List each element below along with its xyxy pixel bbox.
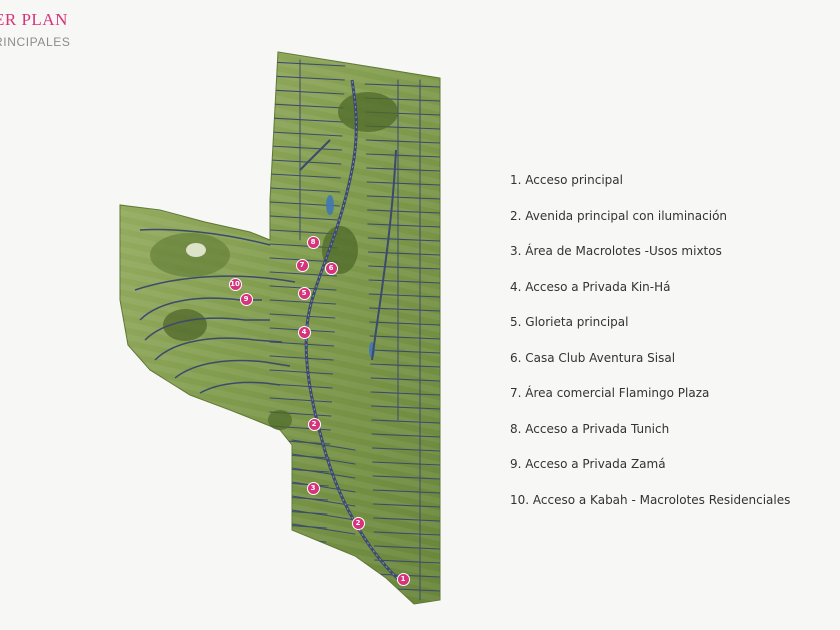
legend-item: 5. Glorieta principal <box>510 315 629 329</box>
main-avenue <box>299 79 406 587</box>
map-marker[interactable]: 9 <box>239 292 253 306</box>
legend-list: 1. Acceso principal 2. Avenida principal… <box>510 166 790 521</box>
map-marker[interactable]: 1 <box>396 572 410 586</box>
legend-item: 2. Avenida principal con iluminación <box>510 208 728 223</box>
master-plan-map: 1 2 2 3 4 5 6 7 8 9 10 <box>119 51 441 605</box>
macrolot-rings <box>134 228 296 394</box>
legend-item: 6. Casa Club Aventura Sisal <box>510 350 676 365</box>
legend-item: 9. Acceso a Privada Zamá <box>510 457 666 471</box>
map-marker[interactable]: 2 <box>351 516 365 530</box>
page-subtitle: RINCIPALES <box>0 35 71 49</box>
legend-item: 3. Área de Macrolotes -Usos mixtos <box>510 244 722 258</box>
legend-item: 1. Acceso principal <box>510 173 623 187</box>
legend-item: 8. Acceso a Privada Tunich <box>510 421 670 436</box>
legend-item: 7. Área comercial Flamingo Plaza <box>510 386 710 400</box>
map-marker[interactable]: 3 <box>306 481 320 495</box>
map-marker[interactable]: 4 <box>297 325 311 339</box>
legend-item: 4. Acceso a Privada Kin-Há <box>510 279 671 294</box>
map-marker[interactable]: 6 <box>324 261 338 275</box>
map-marker[interactable]: 2 <box>307 417 321 431</box>
land-parcel <box>119 51 441 605</box>
map-marker[interactable]: 5 <box>297 286 311 300</box>
map-marker[interactable]: 7 <box>295 258 309 272</box>
map-marker[interactable]: 10 <box>228 277 242 291</box>
page-title: ER PLAN <box>0 10 68 29</box>
map-marker[interactable]: 8 <box>306 235 320 249</box>
legend-item: 10. Acceso a Kabah - Macrolotes Residenc… <box>510 492 791 507</box>
